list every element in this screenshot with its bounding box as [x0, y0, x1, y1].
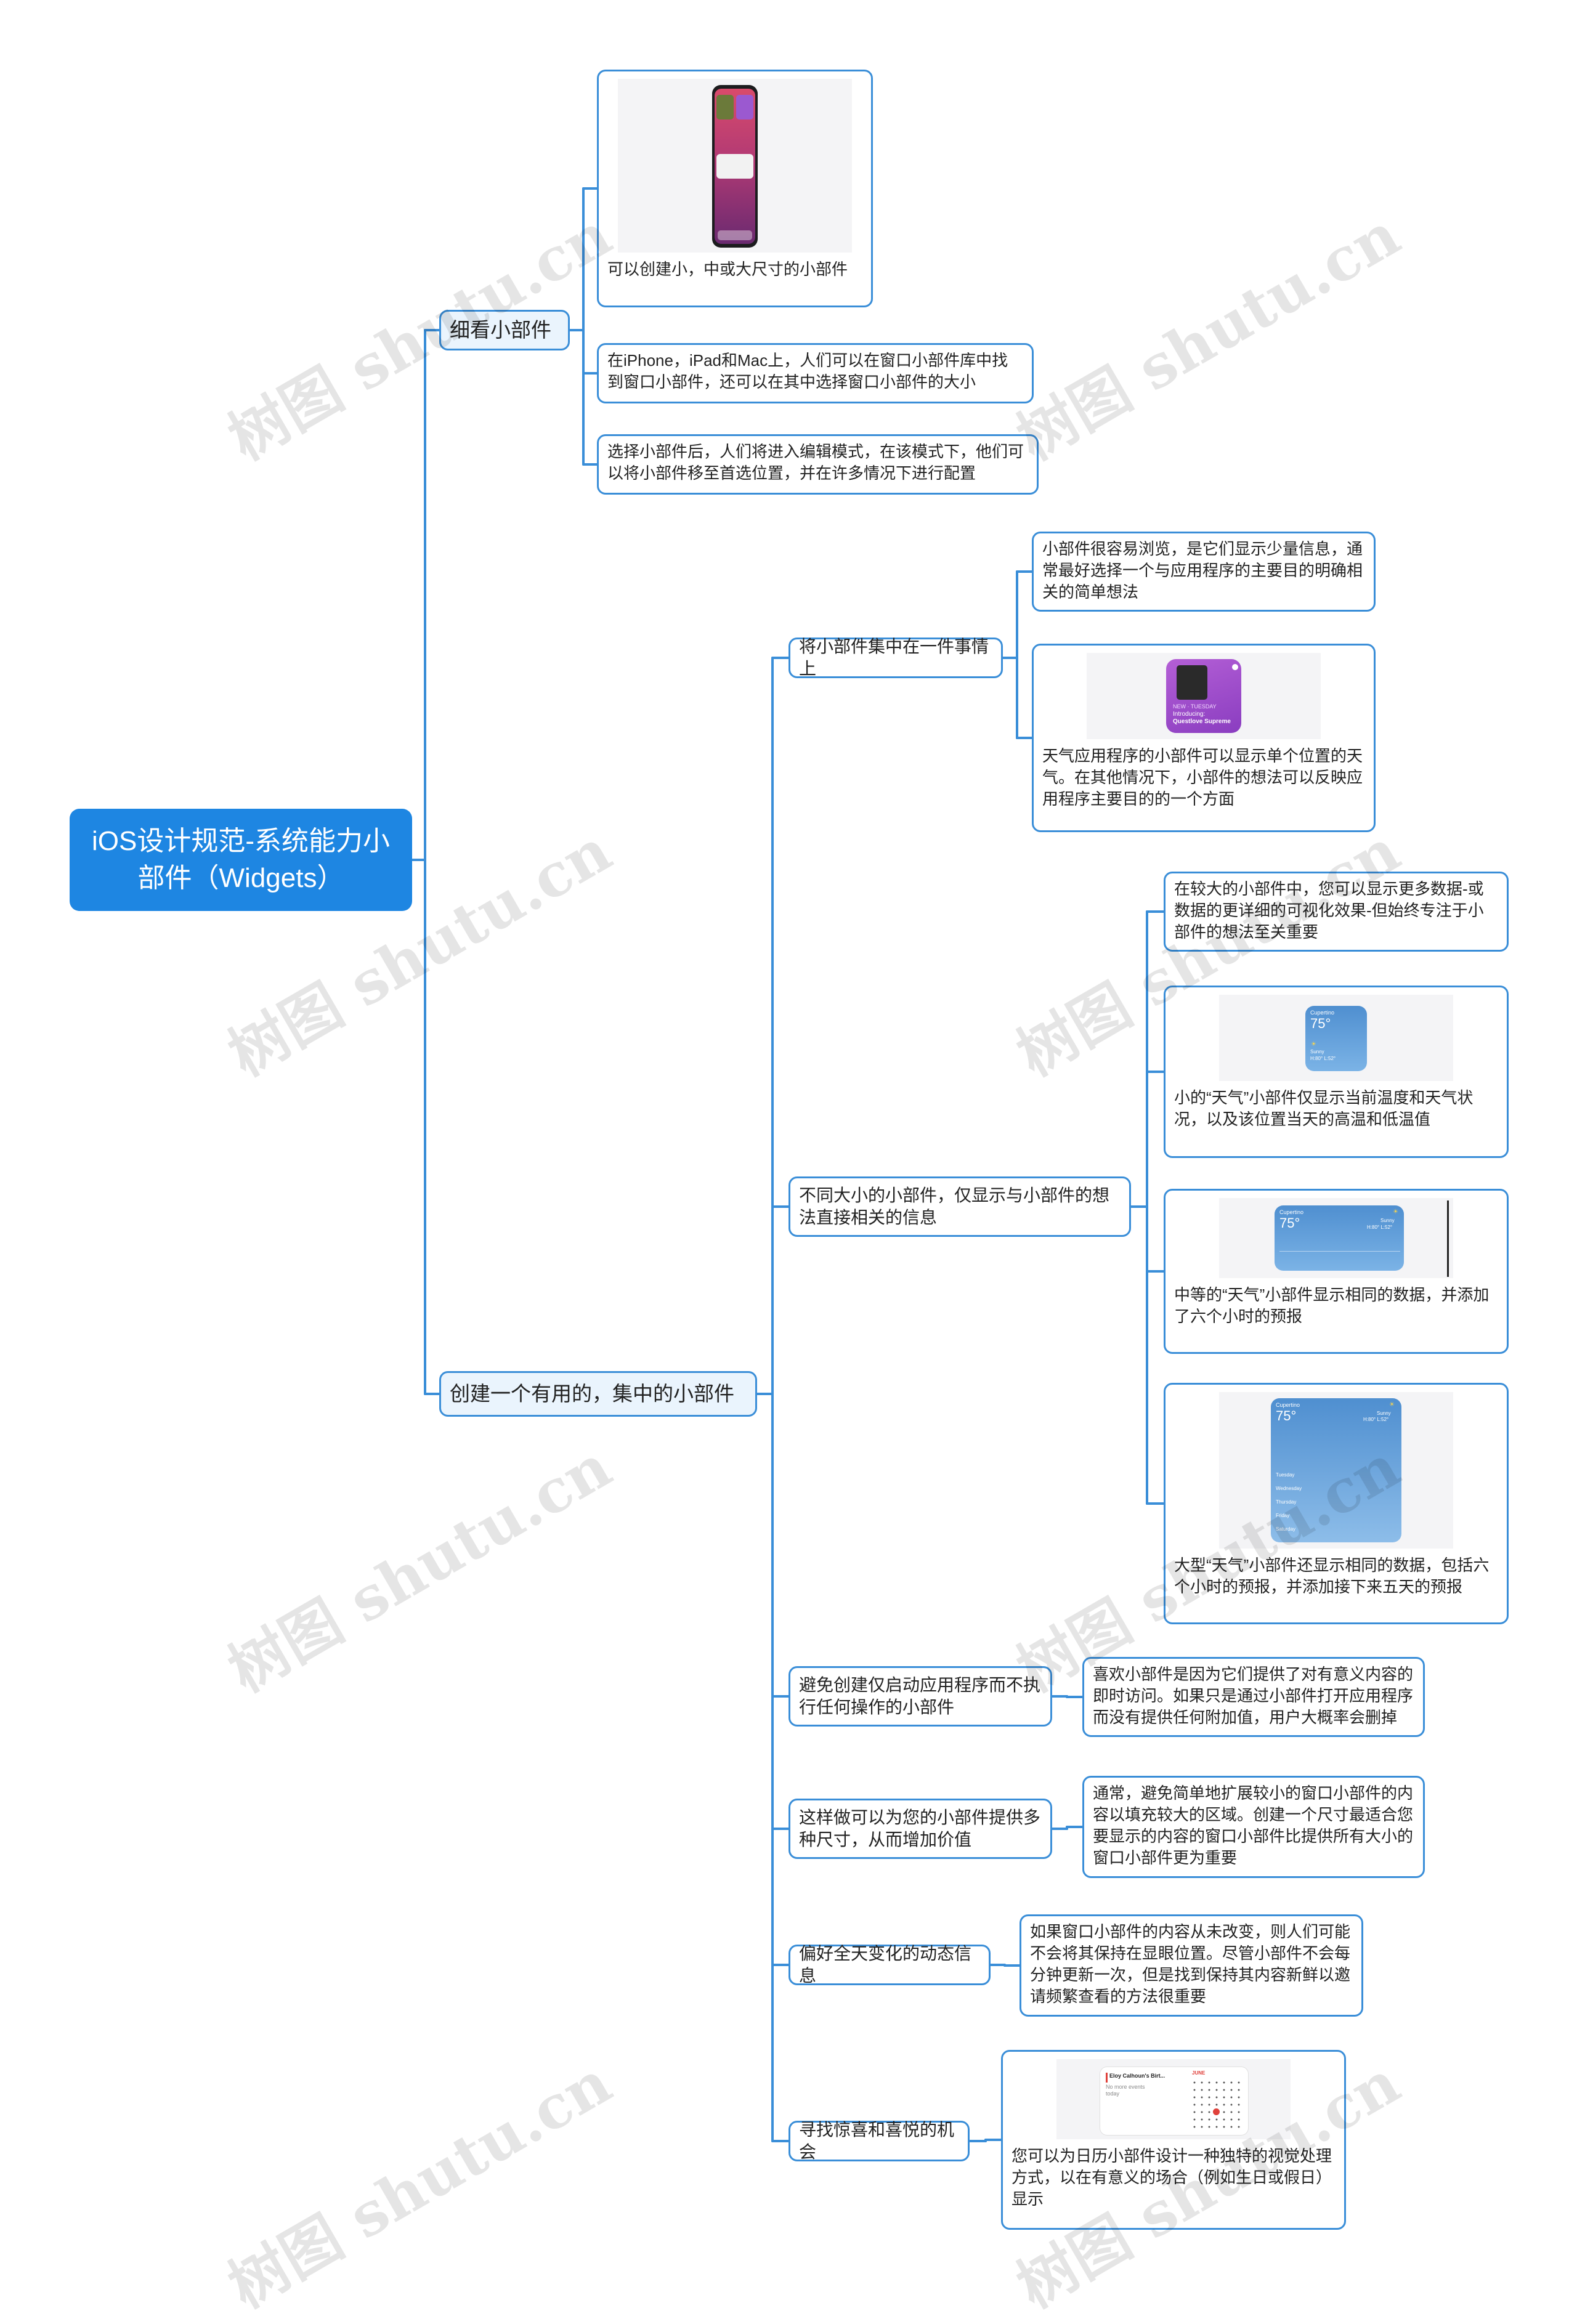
- leaf-widget-gallery[interactable]: 在iPhone，iPad和Mac上，人们可以在窗口小部件库中找到窗口小部件，还可…: [597, 343, 1034, 403]
- sub-label: 偏好全天变化的动态信息: [799, 1943, 980, 1987]
- leaf-easy-glance[interactable]: 小部件很容易浏览，是它们显示少量信息，通常最好选择一个与应用程序的主要目的明确相…: [1032, 532, 1376, 612]
- leaf-text: 可以创建小，中或大尺寸的小部件: [607, 259, 862, 280]
- sub-multiple-sizes[interactable]: 这样做可以为您的小部件提供多种尺寸，从而增加价值: [788, 1799, 1052, 1859]
- calendar-event: Eloy Calhoun's Birt...: [1109, 2073, 1165, 2079]
- leaf-text: 天气应用程序的小部件可以显示单个位置的天气。在其他情况下，小部件的想法可以反映应…: [1042, 745, 1365, 810]
- weather-medium-widget-image: Cupertino 75° ☀ Sunny H:80° L:52°: [1219, 1198, 1453, 1278]
- branch-create-useful-widget[interactable]: 创建一个有用的，集中的小部件: [439, 1371, 757, 1417]
- forecast-day: Saturday: [1276, 1526, 1295, 1532]
- weather-hilo: H:80° L:52°: [1363, 1417, 1388, 1423]
- leaf-fresh-content[interactable]: 如果窗口小部件的内容从未改变，则人们可能不会将其保持在显眼位置。尽管小部件不会每…: [1020, 1914, 1363, 2017]
- leaf-large-weather[interactable]: Cupertino 75° ☀ Sunny H:80° L:52° Tuesda…: [1164, 1383, 1509, 1624]
- leaf-calendar-special[interactable]: Eloy Calhoun's Birt... No more events to…: [1001, 2050, 1346, 2230]
- weather-small-widget-image: Cupertino 75° ☀ Sunny H:80° L:52°: [1219, 995, 1453, 1081]
- leaf-avoid-expanding[interactable]: 通常，避免简单地扩展较小的窗口小部件的内容以填充较大的区域。创建一个尺寸最适合您…: [1082, 1776, 1425, 1878]
- weather-large-widget-image: Cupertino 75° ☀ Sunny H:80° L:52° Tuesda…: [1219, 1392, 1453, 1549]
- sun-icon: ☀: [1393, 1209, 1398, 1215]
- leaf-larger-widget-data[interactable]: 在较大的小部件中，您可以显示更多数据-或数据的更详细的可视化效果-但始终专注于小…: [1164, 872, 1509, 952]
- calendar-widget-image: Eloy Calhoun's Birt... No more events to…: [1056, 2059, 1291, 2139]
- sub-label: 避免创建仅启动应用程序而不执行任何操作的小部件: [799, 1674, 1042, 1719]
- sun-icon: ☀: [1311, 1042, 1316, 1048]
- sub-label: 这样做可以为您的小部件提供多种尺寸，从而增加价值: [799, 1807, 1042, 1851]
- leaf-text: 如果窗口小部件的内容从未改变，则人们可能不会将其保持在显眼位置。尽管小部件不会每…: [1030, 1921, 1353, 2007]
- weather-cond: Sunny: [1310, 1049, 1324, 1055]
- weather-temp: 75°: [1310, 1016, 1331, 1032]
- branch-label: 细看小部件: [450, 317, 551, 344]
- sub-avoid-launch-only[interactable]: 避免创建仅启动应用程序而不执行任何操作的小部件: [788, 1666, 1052, 1727]
- sub-focus-one-thing[interactable]: 将小部件集中在一件事情上: [788, 638, 1003, 678]
- sub-label: 寻找惊喜和喜悦的机会: [799, 2119, 959, 2163]
- branch-label: 创建一个有用的，集中的小部件: [450, 1380, 734, 1407]
- weather-hilo: H:80° L:52°: [1310, 1056, 1336, 1062]
- forecast-day: Wednesday: [1276, 1486, 1302, 1492]
- leaf-text: 小部件很容易浏览，是它们显示少量信息，通常最好选择一个与应用程序的主要目的明确相…: [1042, 538, 1365, 603]
- leaf-small-weather[interactable]: Cupertino 75° ☀ Sunny H:80° L:52° 小的“天气”…: [1164, 986, 1509, 1158]
- leaf-medium-weather[interactable]: Cupertino 75° ☀ Sunny H:80° L:52° 中等的“天气…: [1164, 1189, 1509, 1354]
- podcast-line2: Questlove Supreme: [1173, 718, 1231, 726]
- weather-cond: Sunny: [1380, 1218, 1395, 1224]
- calendar-sub1: No more events: [1106, 2084, 1145, 2091]
- leaf-edit-mode[interactable]: 选择小部件后，人们将进入编辑模式，在该模式下，他们可以将小部件移至首选位置，并在…: [597, 434, 1039, 495]
- weather-hilo: H:80° L:52°: [1367, 1225, 1392, 1231]
- leaf-text: 中等的“天气”小部件显示相同的数据，并添加了六个小时的预报: [1174, 1284, 1498, 1327]
- leaf-text: 在较大的小部件中，您可以显示更多数据-或数据的更详细的可视化效果-但始终专注于小…: [1174, 878, 1498, 943]
- forecast-day: Friday: [1276, 1513, 1289, 1519]
- podcast-badge: NEW · TUESDAY: [1173, 703, 1217, 710]
- leaf-weather-single-location[interactable]: NEW · TUESDAY Introducing: Questlove Sup…: [1032, 644, 1376, 832]
- root-label: iOS设计规范-系统能力小部件（Widgets）: [88, 823, 394, 897]
- leaf-text: 小的“天气”小部件仅显示当前温度和天气状况，以及该位置当天的高温和低温值: [1174, 1087, 1498, 1130]
- sub-surprise-delight[interactable]: 寻找惊喜和喜悦的机会: [788, 2121, 970, 2161]
- calendar-month: JUNE: [1192, 2070, 1205, 2076]
- sub-label: 将小部件集中在一件事情上: [799, 636, 992, 680]
- podcast-line1: Introducing:: [1173, 711, 1205, 718]
- sub-dynamic-info[interactable]: 偏好全天变化的动态信息: [788, 1945, 991, 1985]
- leaf-text: 大型“天气”小部件还显示相同的数据，包括六个小时的预报，并添加接下来五天的预报: [1174, 1555, 1498, 1598]
- weather-cond: Sunny: [1377, 1411, 1391, 1417]
- leaf-text: 您可以为日历小部件设计一种独特的视觉处理方式，以在有意义的场合（例如生日或假日）…: [1011, 2145, 1336, 2210]
- calendar-sub2: today: [1106, 2091, 1119, 2097]
- leaf-text: 通常，避免简单地扩展较小的窗口小部件的内容以填充较大的区域。创建一个尺寸最适合您…: [1093, 1783, 1414, 1869]
- weather-temp: 75°: [1276, 1408, 1296, 1424]
- leaf-text: 喜欢小部件是因为它们提供了对有意义内容的即时访问。如果只是通过小部件打开应用程序…: [1093, 1664, 1414, 1728]
- podcast-widget-image: NEW · TUESDAY Introducing: Questlove Sup…: [1087, 653, 1321, 739]
- leaf-widget-sizes[interactable]: 可以创建小，中或大尺寸的小部件: [597, 70, 873, 307]
- root-node[interactable]: iOS设计规范-系统能力小部件（Widgets）: [70, 809, 412, 911]
- leaf-instant-access[interactable]: 喜欢小部件是因为它们提供了对有意义内容的即时访问。如果只是通过小部件打开应用程序…: [1082, 1657, 1425, 1737]
- forecast-day: Tuesday: [1276, 1472, 1294, 1478]
- branch-widgets-overview[interactable]: 细看小部件: [439, 310, 570, 350]
- sun-icon: ☀: [1389, 1402, 1395, 1408]
- sub-different-sizes[interactable]: 不同大小的小部件，仅显示与小部件的想法直接相关的信息: [788, 1176, 1131, 1237]
- forecast-day: Thursday: [1276, 1499, 1296, 1505]
- sub-label: 不同大小的小部件，仅显示与小部件的想法直接相关的信息: [799, 1184, 1121, 1229]
- leaf-text: 选择小部件后，人们将进入编辑模式，在该模式下，他们可以将小部件移至首选位置，并在…: [607, 441, 1028, 484]
- iphone-home-screen-image: [618, 79, 852, 253]
- leaf-text: 在iPhone，iPad和Mac上，人们可以在窗口小部件库中找到窗口小部件，还可…: [607, 350, 1023, 393]
- weather-temp: 75°: [1279, 1215, 1300, 1231]
